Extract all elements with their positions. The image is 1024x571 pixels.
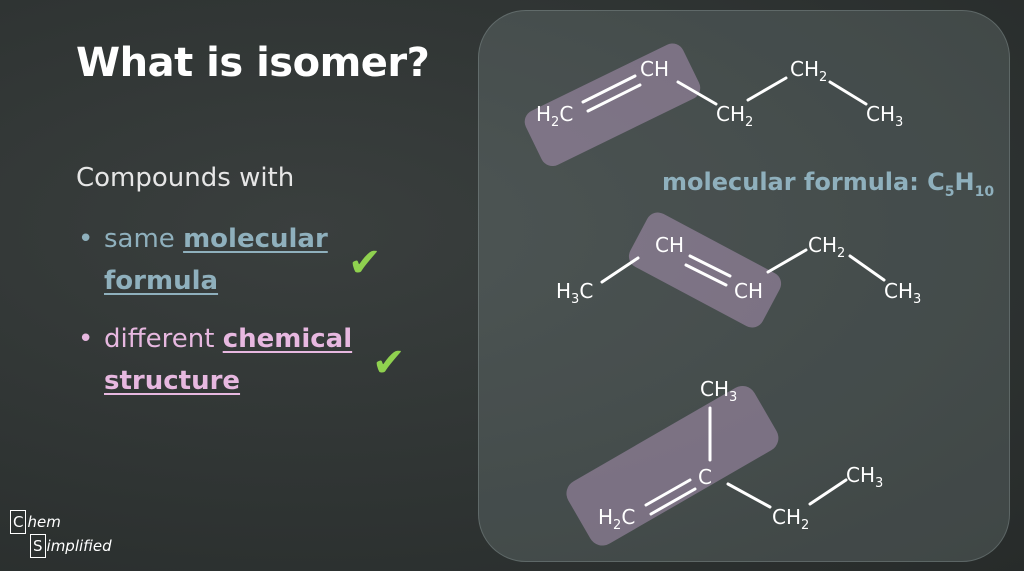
double-bond-highlight bbox=[524, 43, 701, 167]
intro-text: Compounds with bbox=[76, 163, 295, 193]
formula-h: H bbox=[954, 168, 975, 196]
double-bond bbox=[581, 74, 637, 104]
bond bbox=[746, 76, 788, 102]
atom-label: CH2 bbox=[808, 233, 845, 261]
logo-box: C bbox=[10, 510, 27, 534]
bullet-dot: • bbox=[78, 224, 94, 254]
double-bond bbox=[684, 263, 728, 287]
atom-label: CH2 bbox=[772, 505, 809, 533]
formula-label: molecular formula: bbox=[662, 168, 919, 196]
atom-label: CH2 bbox=[716, 102, 753, 130]
double-bond bbox=[644, 478, 692, 507]
double-bond bbox=[586, 83, 642, 113]
double-bond-highlight bbox=[566, 385, 779, 546]
slide-title: What is isomer? bbox=[76, 40, 430, 86]
double-bond bbox=[688, 254, 732, 278]
formula-h-sub: 10 bbox=[974, 183, 995, 200]
bullet-different-structure: • different chemical structure bbox=[78, 318, 378, 402]
check-icon: ✔ bbox=[372, 340, 406, 386]
bond bbox=[828, 80, 868, 106]
atom-label: H2C bbox=[536, 102, 573, 130]
atom-label: CH2 bbox=[790, 57, 827, 85]
atom-label: CH3 bbox=[866, 102, 903, 130]
bond bbox=[808, 478, 848, 506]
check-icon: ✔ bbox=[348, 240, 382, 286]
bullet-dot: • bbox=[78, 324, 94, 354]
atom-label: CH3 bbox=[846, 463, 883, 491]
logo-box: S bbox=[30, 534, 46, 558]
atom-label: CH bbox=[655, 233, 684, 257]
molecule-3: CH3 C H2C CH2 CH3 bbox=[566, 377, 883, 546]
logo-text: hem bbox=[27, 513, 61, 531]
formula-c: C bbox=[927, 168, 945, 196]
bullet-highlight: chemical structure bbox=[104, 324, 353, 396]
bond bbox=[676, 80, 718, 106]
molecular-formula: molecular formula: C5H10 bbox=[662, 168, 994, 200]
bullet-highlight: molecular formula bbox=[104, 224, 328, 296]
atom-label: CH3 bbox=[700, 377, 737, 405]
atom-label: H2C bbox=[598, 505, 635, 533]
molecule-2: H3C CH CH CH2 CH3 bbox=[556, 212, 921, 328]
bullet-same-formula: • same molecular formula bbox=[78, 218, 338, 302]
atom-label: H3C bbox=[556, 279, 593, 307]
bullet-prefix: same bbox=[104, 224, 184, 254]
atom-label: CH3 bbox=[884, 279, 921, 307]
logo-text: implified bbox=[46, 537, 112, 555]
double-bond-highlight bbox=[628, 212, 782, 328]
double-bond bbox=[649, 487, 697, 516]
molecule-1: H2C CH CH2 CH2 CH3 bbox=[524, 43, 903, 167]
atom-label: CH bbox=[640, 57, 669, 81]
atom-label: C bbox=[698, 465, 712, 489]
formula-c-sub: 5 bbox=[944, 183, 955, 200]
bond bbox=[766, 248, 808, 274]
bond bbox=[848, 254, 886, 282]
bullet-prefix: different bbox=[104, 324, 223, 354]
structures-panel bbox=[478, 10, 1010, 562]
bond bbox=[726, 482, 772, 509]
atom-label: CH bbox=[734, 279, 763, 303]
bond bbox=[600, 256, 640, 284]
